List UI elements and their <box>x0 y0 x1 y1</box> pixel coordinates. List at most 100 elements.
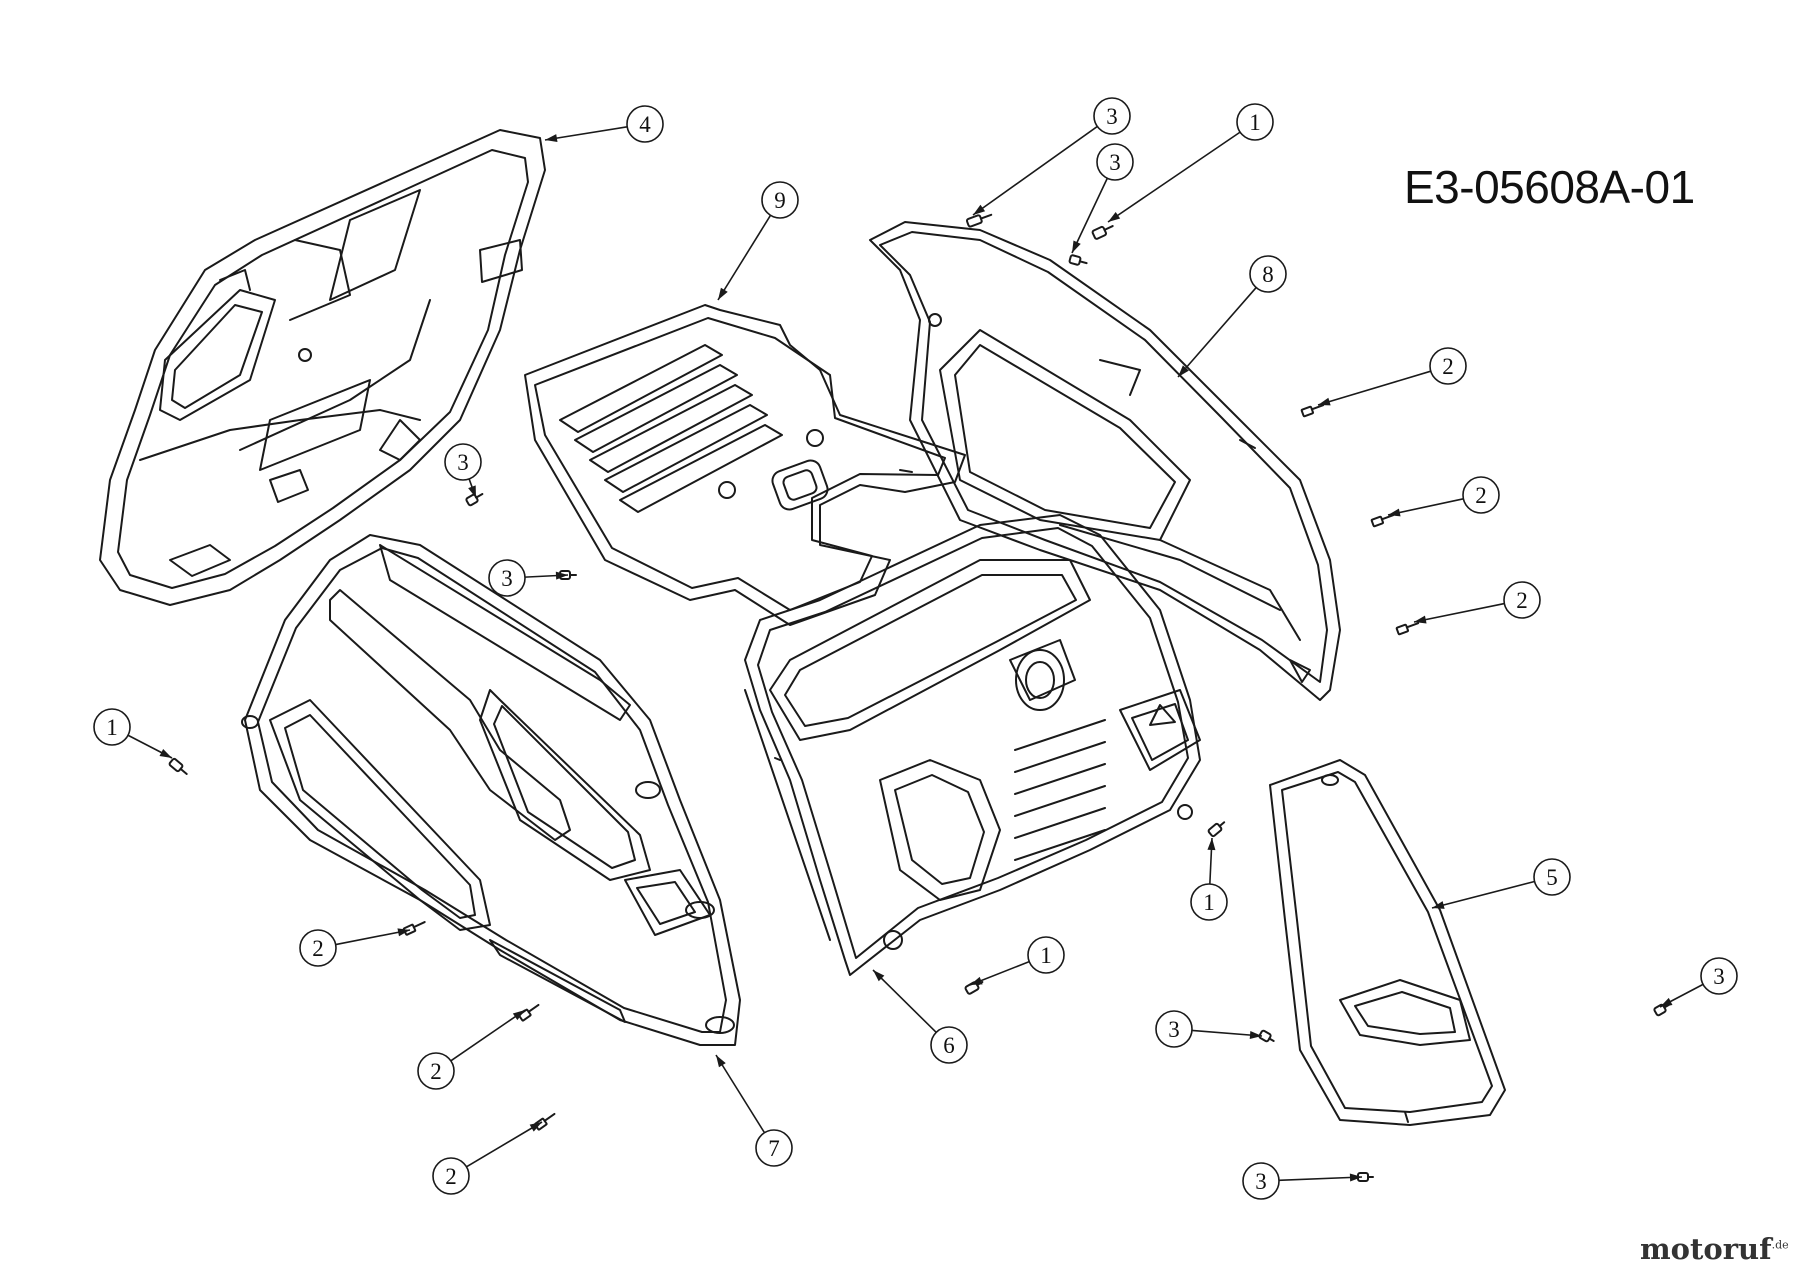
leader-line <box>1177 287 1257 378</box>
leader-line <box>872 969 937 1033</box>
leader-line <box>544 126 628 141</box>
callout-3: 3 <box>1155 1010 1263 1048</box>
leader-line <box>1107 131 1241 223</box>
callout-7: 7 <box>715 1054 793 1167</box>
fastener-bolt <box>1357 1172 1374 1182</box>
callout-number: 3 <box>1109 150 1121 175</box>
leader-arrowhead <box>512 1010 525 1021</box>
leader-line <box>715 1054 766 1134</box>
fastener-pin <box>518 1003 540 1022</box>
callout-3: 3 <box>444 443 482 499</box>
part-9-panel <box>524 304 966 626</box>
callout-number: 3 <box>457 450 469 475</box>
leader-line <box>1387 498 1464 516</box>
callout-number: 1 <box>106 715 118 740</box>
callout-number: 2 <box>445 1164 457 1189</box>
fastener-pin <box>1370 514 1395 528</box>
callout-number: 6 <box>943 1033 955 1058</box>
motoruf-logo-watermark: motoruf.de <box>1640 1232 1789 1266</box>
leader-arrowhead <box>555 571 568 580</box>
callout-circle <box>1236 103 1274 141</box>
leader-arrowhead <box>973 204 986 215</box>
leader-arrowhead <box>1249 1031 1262 1040</box>
callout-circle <box>417 1052 455 1090</box>
callout-circle <box>1093 97 1131 135</box>
callout-3: 3 <box>972 97 1131 216</box>
leader-arrowhead <box>468 485 476 498</box>
leader-arrowhead <box>1660 997 1673 1007</box>
leader-arrowhead <box>1349 1173 1362 1182</box>
callout-circle <box>1503 581 1541 619</box>
callout-number: 9 <box>774 188 786 213</box>
callout-circle <box>1027 936 1065 974</box>
callout-circle <box>1155 1010 1193 1048</box>
leader-arrowhead <box>1178 365 1189 377</box>
fastener-bolt <box>965 213 993 228</box>
callout-circle <box>755 1129 793 1167</box>
callout-number: 2 <box>1475 483 1487 508</box>
watermark-brand: motoruf <box>1640 1232 1772 1266</box>
callout-3: 3 <box>1659 957 1738 1008</box>
callout-number: 7 <box>768 1136 780 1161</box>
leader-line <box>1317 370 1431 406</box>
callout-circle <box>1190 883 1228 921</box>
callout-1: 1 <box>969 936 1065 986</box>
leader-arrowhead <box>970 976 983 985</box>
leader-arrowhead <box>718 287 728 300</box>
callout-circle <box>626 105 664 143</box>
leader-line <box>466 1121 543 1168</box>
callout-circle <box>930 1026 968 1064</box>
callout-2: 2 <box>1317 347 1467 406</box>
leader-arrowhead <box>716 1055 726 1068</box>
fastener-bolt <box>1068 254 1088 266</box>
callout-number: 2 <box>1442 354 1454 379</box>
callout-2: 2 <box>1387 476 1500 517</box>
callout-circle <box>761 181 799 219</box>
callout-number: 1 <box>1040 943 1052 968</box>
leader-arrowhead <box>397 928 410 937</box>
callout-number: 5 <box>1546 865 1558 890</box>
callout-2: 2 <box>1413 581 1541 624</box>
fastener-pin <box>1300 404 1325 418</box>
callout-circle <box>432 1157 470 1195</box>
leader-line <box>1278 1176 1363 1182</box>
callout-3: 3 <box>1071 143 1134 254</box>
callout-number: 1 <box>1249 110 1261 135</box>
leader-line <box>1071 177 1109 254</box>
part-6-front-cover <box>744 514 1201 976</box>
callout-circle <box>1242 1162 1280 1200</box>
leader-arrowhead <box>1432 901 1445 909</box>
leader-line <box>1431 880 1535 909</box>
callout-circle <box>1533 858 1571 896</box>
callout-1: 1 <box>93 708 173 759</box>
callout-circle <box>93 708 131 746</box>
callout-2: 2 <box>432 1121 543 1195</box>
part-4-tray <box>99 129 546 606</box>
fastener-bolt <box>1207 821 1226 838</box>
callout-circle <box>1249 255 1287 293</box>
leader-arrowhead <box>159 748 172 758</box>
leader-arrowhead <box>1108 211 1121 222</box>
leader-arrowhead <box>1318 397 1331 406</box>
leader-line <box>335 929 411 946</box>
callout-number: 3 <box>1106 104 1118 129</box>
part-8-side-panel <box>869 221 1341 701</box>
fastener-pin <box>534 1112 556 1131</box>
leader-line <box>972 125 1098 216</box>
callout-3: 3 <box>1242 1162 1363 1200</box>
callout-circle <box>488 559 526 597</box>
callout-number: 3 <box>1713 964 1725 989</box>
fastener-bolt <box>168 757 188 775</box>
fasteners <box>168 213 1672 1182</box>
watermark-tld: .de <box>1771 1238 1789 1252</box>
fastener-bolt <box>1258 1029 1275 1043</box>
fastener-pin <box>402 921 426 936</box>
callout-4: 4 <box>544 105 664 143</box>
leader-arrowhead <box>529 1122 542 1132</box>
callout-circle <box>444 443 482 481</box>
leader-arrowhead <box>873 970 885 982</box>
leader-line <box>450 1009 526 1062</box>
